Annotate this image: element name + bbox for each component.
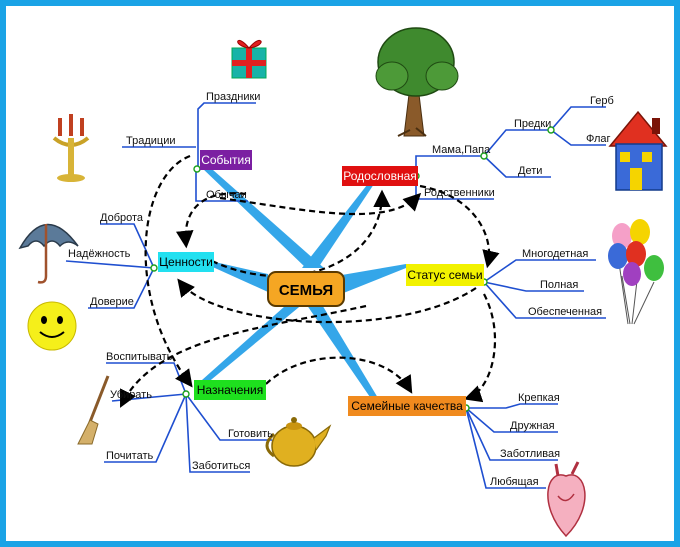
leaf-lyubyashaya: Любящая xyxy=(490,476,539,488)
leaf-dobrota: Доброта xyxy=(100,212,144,224)
branch-gerb xyxy=(550,106,606,131)
family-mind-map: СЕМЬЯ События Родословная Ценности Стату… xyxy=(18,27,668,538)
spoke-rodoslovnaya xyxy=(302,176,378,268)
leaf-pochitat: Почитать xyxy=(106,450,153,462)
center-node[interactable]: СЕМЬЯ xyxy=(267,271,345,307)
leaf-rodstvenniki: Родственники xyxy=(424,187,495,199)
spoke-naznachenie xyxy=(202,298,310,384)
leaf-flag: Флаг xyxy=(586,133,611,145)
leaf-zabotitsya: Заботиться xyxy=(192,460,250,472)
branch-dobrota xyxy=(100,223,155,269)
branch-deti xyxy=(483,155,551,178)
node-status-label: Статус семьи xyxy=(407,268,482,282)
leaf-gotovit: Готовить xyxy=(228,428,273,440)
leaf-mnogodetnaya: Многодетная xyxy=(522,248,588,260)
leaf-ubirat: Убирать xyxy=(110,389,152,401)
branch-zabotlivaya xyxy=(465,407,558,461)
link-cennosti-rodoslovnaya xyxy=(211,189,391,278)
link-sobytiya-cennosti xyxy=(175,192,247,249)
leaf-gerb: Герб xyxy=(590,95,614,107)
center-spokes xyxy=(200,162,406,400)
node-cennosti[interactable]: Ценности xyxy=(158,252,214,272)
branch-flag xyxy=(550,129,606,146)
link-status-cennosti xyxy=(177,278,477,324)
branch-obychai xyxy=(195,169,248,202)
leaf-krepkaya: Крепкая xyxy=(518,392,560,404)
dot-naznachenie xyxy=(182,390,190,398)
branch-mnogodetnaya xyxy=(483,259,596,283)
link-sobytiya-naznachenie xyxy=(144,154,193,388)
branch-nadezhnost xyxy=(65,260,155,269)
balloons-icon xyxy=(608,219,664,325)
leaf-mama-papa: Мама,Папа xyxy=(432,144,491,156)
dot-mama xyxy=(480,152,488,160)
leaf-obychai: Обычаи xyxy=(206,189,247,201)
gift-icon xyxy=(231,39,267,79)
leaf-labels: Праздники Традиции Обычаи Мама,Папа Пред… xyxy=(68,91,614,488)
node-rodoslovnaya-label: Родословная xyxy=(343,169,417,183)
branch-gotovit xyxy=(185,393,272,441)
leaf-zabotlivaya: Заботливая xyxy=(500,448,560,460)
dot-cennosti xyxy=(150,264,158,272)
branch-pochitat xyxy=(104,393,187,463)
branch-mama xyxy=(415,155,484,171)
house-icon xyxy=(608,110,668,191)
link-kachestva-naznachenie xyxy=(120,304,367,408)
branch-zabotitsya xyxy=(185,393,250,473)
teapot-icon xyxy=(265,417,332,467)
link-sobytiya-rodoslovnaya xyxy=(219,192,422,216)
leaf-tradicii: Традиции xyxy=(126,135,176,147)
dot-sobytiya xyxy=(193,165,201,173)
mind-map-frame: СЕМЬЯ События Родословная Ценности Стату… xyxy=(6,6,674,541)
branch-polnaya xyxy=(483,281,584,292)
umbrella-icon xyxy=(18,223,79,284)
branch-druzhnaya xyxy=(465,407,558,433)
leaf-prazdniki: Праздники xyxy=(206,91,260,103)
candelabra-icon xyxy=(52,114,90,182)
spoke-status xyxy=(336,264,406,296)
branch-krepkaya xyxy=(466,403,558,409)
node-kachestva-label: Семейные качества xyxy=(351,399,463,413)
node-naznachenie-label: Назначения xyxy=(197,383,264,397)
leaf-predki: Предки xyxy=(514,118,551,130)
node-sobytiya[interactable]: События xyxy=(200,150,252,170)
leaf-obespechennaya: Обеспеченная xyxy=(528,306,602,318)
tree-icon xyxy=(375,27,459,137)
node-status[interactable]: Статус семьи xyxy=(406,264,484,286)
node-sobytiya-label: События xyxy=(201,153,251,167)
dot-predki xyxy=(547,126,555,134)
leaf-vospitivat: Воспитывать xyxy=(106,351,173,363)
spoke-kachestva xyxy=(302,298,378,400)
node-cennosti-label: Ценности xyxy=(159,255,213,269)
branch-predki xyxy=(483,129,551,157)
dashed-links xyxy=(120,154,500,408)
smiley-icon xyxy=(27,301,77,351)
branch-obespechennaya xyxy=(483,281,606,319)
leaf-nadezhnost: Надёжность xyxy=(68,248,131,260)
spoke-sobytiya xyxy=(200,162,324,268)
branch-prazdniki xyxy=(197,102,256,169)
link-rodoslovnaya-status xyxy=(419,184,500,269)
spoke-cennosti xyxy=(206,260,268,292)
node-rodoslovnaya[interactable]: Родословная xyxy=(342,166,418,186)
heart-icon xyxy=(547,461,586,538)
leaf-doverie: Доверие xyxy=(90,296,134,308)
broom-icon xyxy=(77,375,110,445)
link-naznachenie-kachestva xyxy=(265,356,413,394)
link-status-kachestva xyxy=(463,293,497,403)
leaf-druzhnaya: Дружная xyxy=(510,420,555,432)
leaf-polnaya: Полная xyxy=(540,279,578,291)
leaf-deti: Дети xyxy=(518,165,542,177)
center-label: СЕМЬЯ xyxy=(279,282,333,299)
branch-lyubyashaya xyxy=(465,407,546,489)
node-kachestva[interactable]: Семейные качества xyxy=(348,396,466,416)
node-naznachenie[interactable]: Назначения xyxy=(194,380,266,400)
